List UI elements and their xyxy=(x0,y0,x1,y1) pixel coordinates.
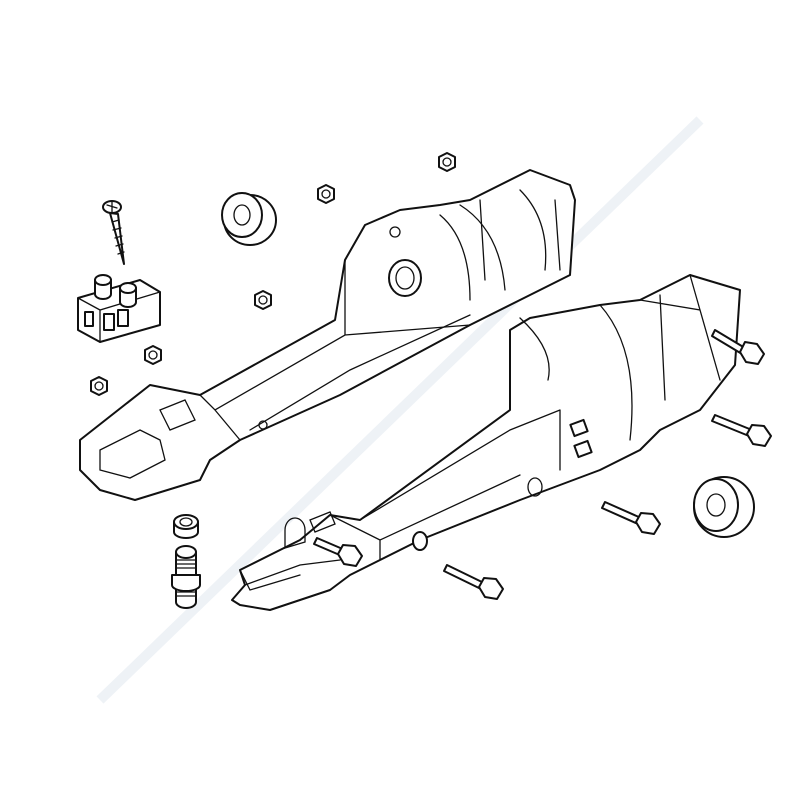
upper-housing xyxy=(79,169,576,501)
threaded-fitting xyxy=(171,545,201,609)
nut xyxy=(317,184,335,204)
lower-housing xyxy=(231,274,741,611)
fitting-nut xyxy=(173,514,199,539)
bolt xyxy=(313,537,363,567)
bolts xyxy=(313,329,772,600)
hex-nuts xyxy=(90,152,456,396)
nut xyxy=(438,152,456,172)
nut xyxy=(144,345,162,365)
ring-spacer xyxy=(221,192,277,246)
bolt xyxy=(601,501,661,535)
nut xyxy=(90,376,108,396)
terminal-block xyxy=(77,274,161,343)
bolt xyxy=(711,414,772,447)
nut xyxy=(254,290,272,310)
ring-spacer-right xyxy=(693,476,755,538)
wood-screw xyxy=(102,200,125,265)
watermark-stroke xyxy=(96,116,704,704)
bolt xyxy=(711,329,765,365)
bolt xyxy=(443,564,504,600)
